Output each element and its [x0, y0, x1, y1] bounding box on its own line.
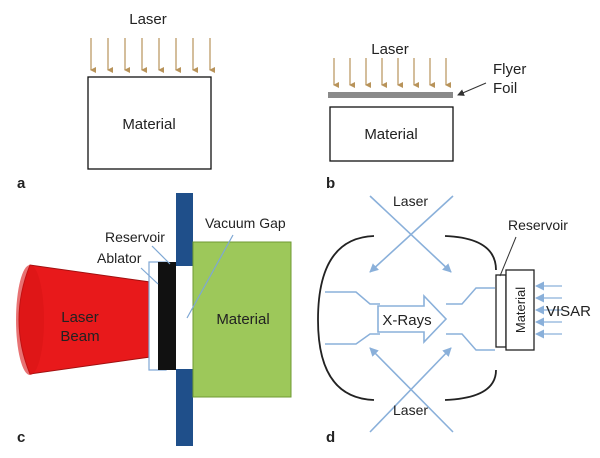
- panel-b-laser-arrows: [333, 58, 451, 88]
- panel-d-reservoir: [495, 274, 507, 348]
- panel-b-material-box: [329, 106, 454, 162]
- panel-d-material-box: [505, 269, 535, 351]
- beamline-right-upper: [446, 287, 495, 305]
- beamline-left-upper: [325, 291, 380, 305]
- ablator-pointer: [140, 267, 159, 285]
- vacuum-gap-pointer: [186, 234, 234, 319]
- panel-c-letter: c: [17, 429, 25, 446]
- left-housing: [317, 235, 375, 401]
- vacuum-gap: [176, 266, 193, 369]
- panel-b: Laser Flyer Foil Material b: [326, 41, 526, 192]
- panel-b-letter: b: [326, 175, 335, 192]
- panel-a-laser-arrows: [90, 38, 215, 73]
- laser-beam-face: [16, 265, 44, 375]
- xrays-label: X-Rays: [382, 312, 431, 329]
- beamline-left-lower: [325, 333, 380, 345]
- panel-a: Laser Material a: [17, 11, 215, 192]
- reservoir-pointer: [151, 245, 171, 265]
- laser-top-label: Laser: [393, 193, 428, 209]
- panel-d-letter: d: [326, 429, 335, 446]
- panel-a-material-label: Material: [122, 116, 175, 133]
- panel-b-material-label: Material: [364, 126, 417, 143]
- vacuum-gap-label: Vacuum Gap: [205, 215, 286, 231]
- panel-b-flyer-label-2: Foil: [493, 80, 517, 97]
- panel-d-material-label: Material: [513, 287, 528, 333]
- xrays-arrow: [377, 294, 448, 344]
- laser-beam-label-2: Beam: [60, 328, 99, 345]
- laser-beam-top-2: [369, 195, 454, 273]
- panel-c-material-label: Material: [216, 311, 269, 328]
- panel-b-laser-label: Laser: [371, 41, 409, 58]
- laser-beam-label-1: Laser: [61, 309, 99, 326]
- panel-d-reservoir-label: Reservoir: [508, 217, 568, 233]
- panel-a-material-box: [87, 76, 212, 170]
- laser-bottom-label: Laser: [393, 402, 428, 418]
- beamline-right-lower: [446, 333, 495, 351]
- laser-beam-bottom-2: [369, 347, 454, 433]
- panel-d: X-Rays Material VISAR Laser Laser Reserv…: [317, 193, 591, 446]
- panel-b-flyer-label-1: Flyer: [493, 61, 526, 78]
- ablator: [158, 262, 178, 370]
- panel-b-flyer-foil: [328, 92, 453, 98]
- right-housing-bottom: [444, 369, 497, 401]
- panel-d-reservoir-pointer: [499, 236, 517, 277]
- right-housing-top: [444, 235, 497, 271]
- panel-c-material-block: [192, 241, 292, 398]
- panel-a-laser-label: Laser: [129, 11, 167, 28]
- visar-label: VISAR: [546, 303, 591, 320]
- visar-arrows: [535, 281, 562, 339]
- ablator-label: Ablator: [97, 250, 142, 266]
- panel-a-letter: a: [17, 175, 26, 192]
- panel-b-flyer-pointer: [457, 82, 487, 96]
- panel-c: Laser Beam Material Reservoir Ablator Va…: [16, 193, 292, 446]
- reservoir-label: Reservoir: [105, 229, 165, 245]
